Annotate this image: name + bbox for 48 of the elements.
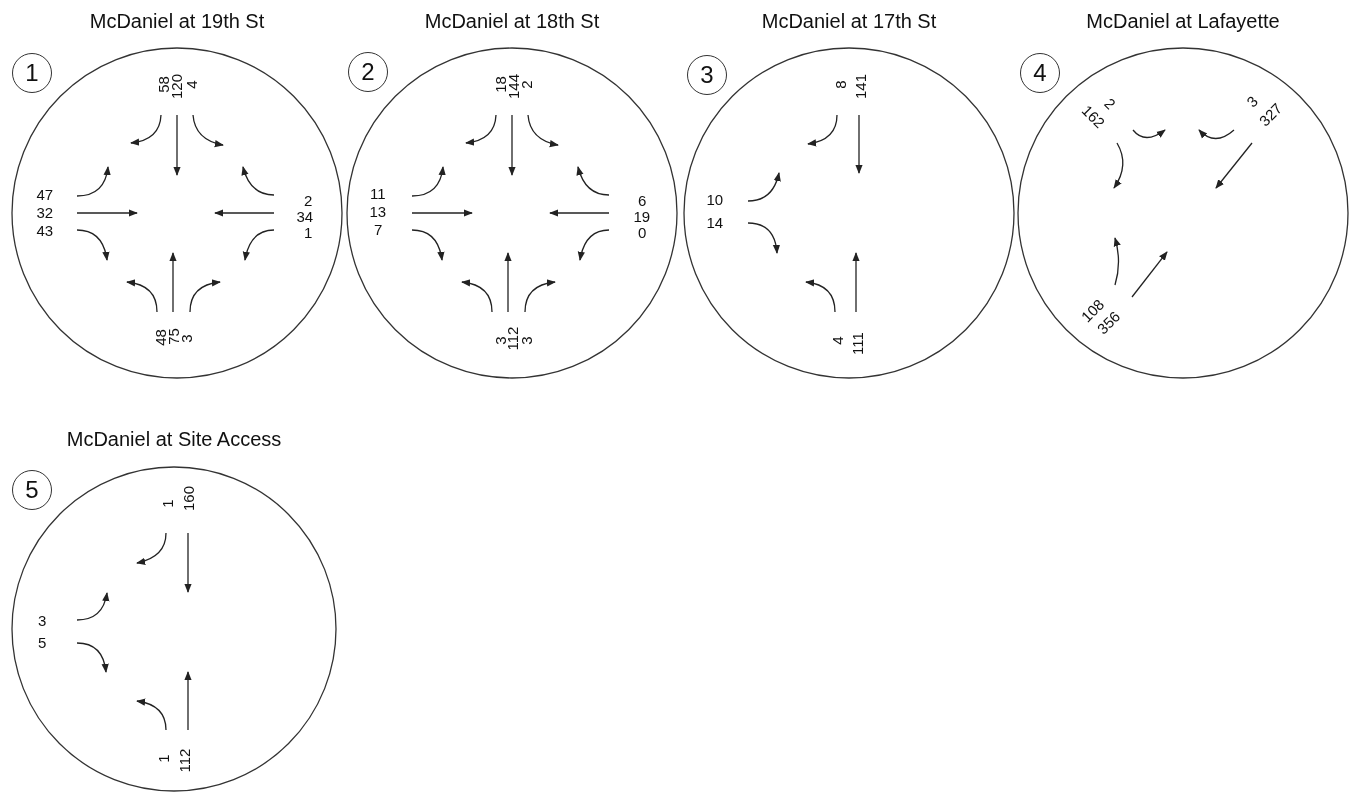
traffic-volume: 112 bbox=[177, 748, 193, 772]
traffic-volume: 3 bbox=[38, 612, 47, 628]
traffic-volume: 6 bbox=[638, 192, 647, 208]
traffic-volume: 144 bbox=[505, 73, 521, 99]
traffic-volume: 3 bbox=[492, 335, 508, 345]
traffic-volume: 43 bbox=[36, 222, 54, 238]
traffic-volume: 160 bbox=[180, 485, 196, 511]
intersection-title: McDaniel at 18th St bbox=[424, 10, 600, 33]
traffic-volume: 4 bbox=[183, 79, 199, 89]
traffic-volume: 47 bbox=[36, 186, 54, 202]
traffic-volume: 18 bbox=[492, 75, 508, 93]
traffic-volume: 3 bbox=[178, 333, 194, 343]
traffic-volume: 48 bbox=[152, 328, 168, 346]
traffic-volume: 1 bbox=[159, 498, 175, 508]
traffic-volume: 7 bbox=[374, 221, 383, 237]
traffic-volume: 2 bbox=[1101, 94, 1119, 112]
traffic-volume: 2 bbox=[304, 192, 313, 208]
traffic-volume: 13 bbox=[369, 203, 387, 219]
intersection-title: McDaniel at Lafayette bbox=[1086, 10, 1280, 33]
traffic-volume: 32 bbox=[36, 204, 54, 220]
traffic-volume: 11 bbox=[370, 185, 386, 201]
traffic-volume: 34 bbox=[296, 208, 314, 224]
intersection-title: McDaniel at Site Access bbox=[66, 428, 282, 451]
number-badge: 3 bbox=[687, 55, 727, 95]
traffic-volume: 3 bbox=[1243, 92, 1261, 110]
traffic-volume: 111 bbox=[849, 331, 865, 355]
traffic-volume: 8 bbox=[832, 79, 848, 89]
traffic-volume: 58 bbox=[155, 75, 171, 93]
traffic-volume: 112 bbox=[505, 326, 521, 350]
intersection-title: McDaniel at 19th St bbox=[89, 10, 265, 33]
number-badge: 5 bbox=[12, 470, 52, 510]
traffic-volume: 5 bbox=[38, 634, 47, 650]
traffic-volume: 0 bbox=[638, 224, 647, 240]
traffic-volume: 1 bbox=[304, 224, 313, 240]
traffic-volume: 141 bbox=[852, 73, 868, 99]
traffic-volume: 75 bbox=[165, 327, 181, 345]
traffic-volume: 4 bbox=[829, 335, 845, 345]
number-badge: 2 bbox=[348, 52, 388, 92]
traffic-volume: 2 bbox=[518, 79, 534, 89]
intersection-title: McDaniel at 17th St bbox=[761, 10, 937, 33]
traffic-volume: 19 bbox=[633, 208, 651, 224]
traffic-volume: 120 bbox=[168, 73, 184, 99]
number-badge: 4 bbox=[1020, 53, 1060, 93]
traffic-volume: 3 bbox=[518, 335, 534, 345]
traffic-volume: 10 bbox=[706, 191, 724, 207]
traffic-volume: 1 bbox=[155, 753, 171, 763]
number-badge: 1 bbox=[12, 53, 52, 93]
traffic-volume: 14 bbox=[706, 214, 724, 230]
